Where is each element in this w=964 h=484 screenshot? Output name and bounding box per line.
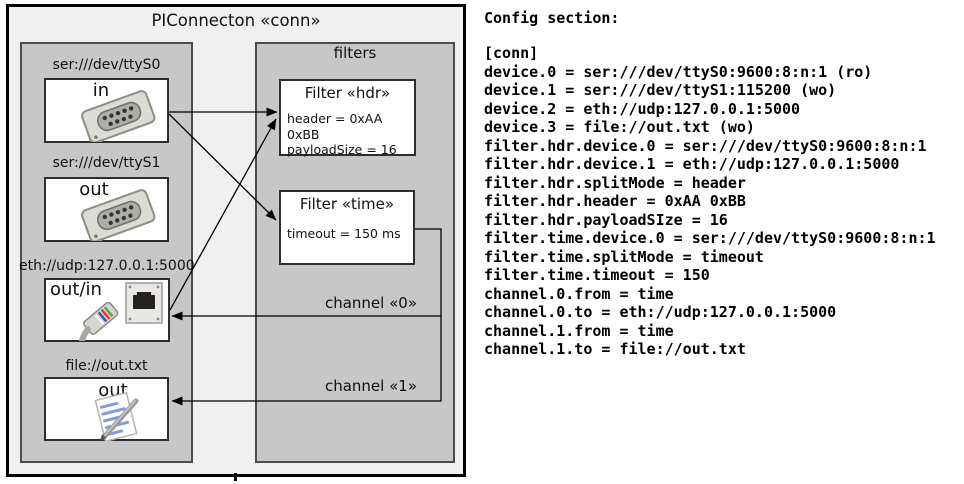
filters-panel-title: filters	[333, 44, 377, 62]
device-label-ttys0: ser:///dev/ttyS0	[52, 57, 161, 73]
config-heading: Config section:	[484, 9, 620, 27]
config-line: filter.hdr.device.0 = ser:///dev/ttyS0:9…	[484, 136, 927, 155]
config-line: channel.0.from = time	[484, 284, 674, 303]
text-file-icon	[94, 391, 139, 441]
config-line: device.0 = ser:///dev/ttyS0:9600:8:n:1 (…	[484, 62, 873, 81]
diagram-title: PIConnecton «conn»	[151, 11, 321, 30]
serial-connector-icon	[81, 90, 156, 142]
device-box-ttys1: out	[44, 177, 169, 242]
config-line: filter.hdr.device.1 = eth://udp:127.0.0.…	[484, 155, 900, 173]
config-line: channel.1.to = file://out.txt	[484, 340, 746, 358]
config-line: device.1 = ser:///dev/ttyS1:115200 (wo)	[484, 81, 837, 99]
serial-connector-icon	[81, 189, 156, 241]
filter-box-hdr: Filter «hdr» header = 0xAA 0xBB payloadS…	[279, 79, 416, 157]
filter-box-time: Filter «time» timeout = 150 ms	[279, 190, 415, 265]
filter-time-title: Filter «time»	[299, 195, 395, 213]
filter-hdr-title: Filter «hdr»	[304, 84, 391, 102]
device-label-ttys1: ser:///dev/ttyS1	[52, 155, 161, 171]
port-direction-label: out	[79, 179, 109, 200]
config-line: channel.0.to = eth://udp:127.0.0.1:5000	[484, 303, 837, 321]
filter-time-param-timeout: timeout = 150 ms	[287, 226, 401, 241]
device-box-file: out	[44, 377, 169, 441]
device-box-ttys0: in	[44, 78, 169, 143]
device-box-eth: out/in	[44, 278, 170, 342]
config-line: device.3 = file://out.txt (wo)	[484, 118, 755, 136]
channel-0-label: channel «0»	[324, 294, 417, 312]
config-line: filter.hdr.splitMode = header	[484, 173, 746, 192]
port-direction-label: out/in	[50, 279, 102, 300]
config-body: [conn] device.0 = ser:///dev/ttyS0:9600:…	[484, 44, 954, 359]
config-line: filter.time.timeout = 150	[484, 266, 710, 284]
config-line: filter.hdr.payloadSIze = 16	[484, 210, 728, 229]
connector-diagram: PIConnecton «conn» ser:///dev/ttyS0 in	[6, 4, 466, 477]
ethernet-connector-icon	[77, 282, 163, 341]
channel-1-label: channel «1»	[324, 377, 417, 395]
config-line: filter.hdr.header = 0xAA 0xBB	[484, 192, 746, 210]
device-label-file: file://out.txt	[65, 358, 148, 374]
config-line: filter.time.device.0 = ser:///dev/ttyS0:…	[484, 229, 936, 247]
config-line: [conn]	[484, 44, 539, 62]
config-section: Config section: [conn] device.0 = ser://…	[484, 9, 936, 358]
device-label-eth: eth://udp:127.0.0.1:5000	[19, 258, 195, 274]
config-line: device.2 = eth://udp:127.0.0.1:5000	[484, 99, 801, 118]
diagram-bottom-notch	[234, 473, 237, 481]
config-line: channel.1.from = time	[484, 321, 674, 340]
filter-hdr-param-payloadsize: payloadSize = 16	[287, 142, 397, 157]
config-line: filter.time.splitMode = timeout	[484, 247, 764, 266]
port-direction-label: in	[92, 80, 110, 101]
filter-hdr-param-header: header = 0xAA 0xBB	[287, 111, 383, 142]
